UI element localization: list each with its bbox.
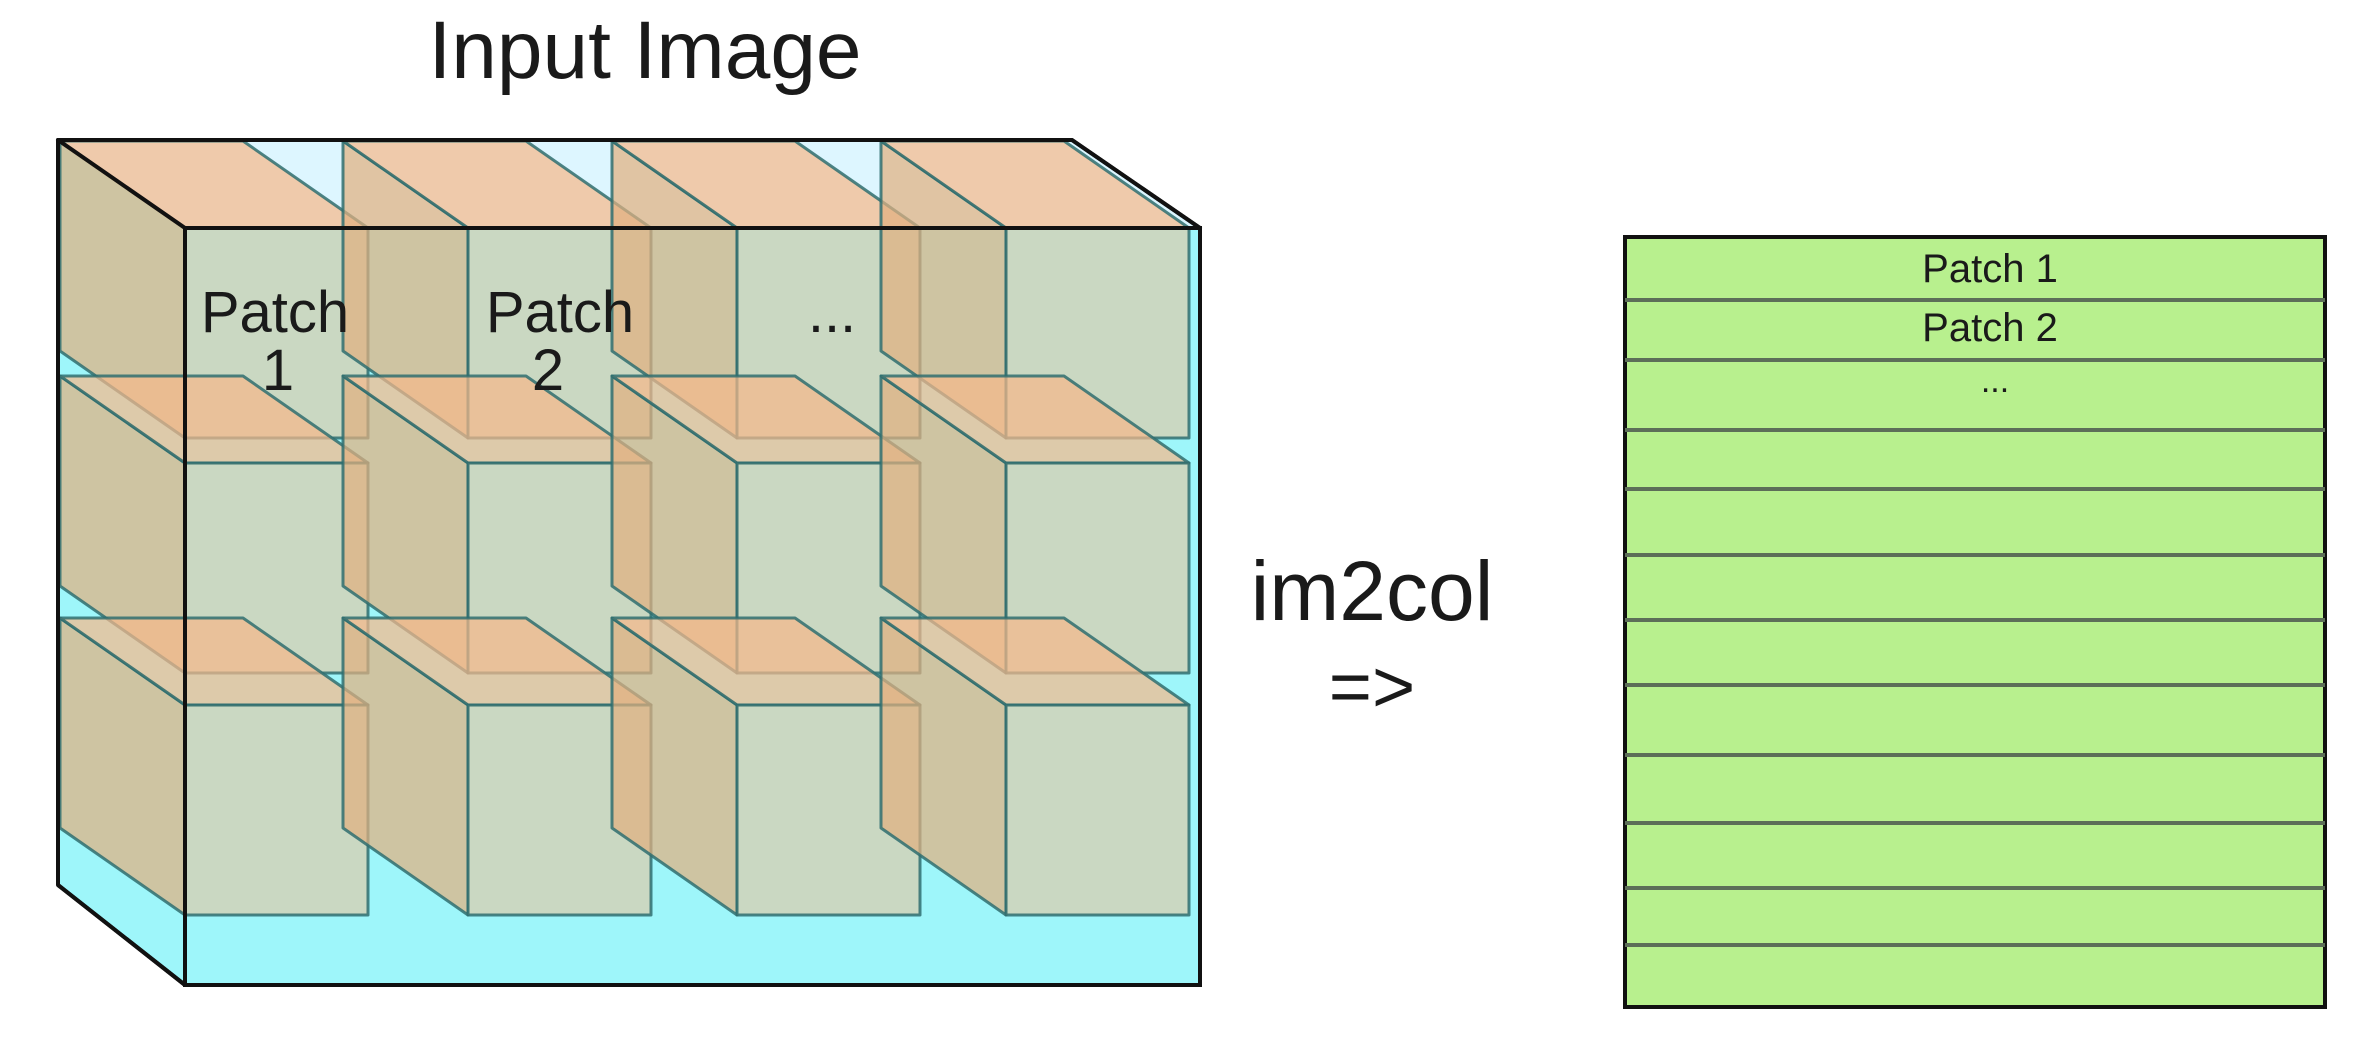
patch-cube bbox=[341, 616, 653, 917]
matrix-row-label-1: Patch 1 bbox=[1922, 247, 2058, 291]
matrix-row-label-2: Patch 2 bbox=[1922, 306, 2058, 350]
patch-grid bbox=[58, 139, 1191, 917]
input-patch-labels: Patch 1 Patch 2 ... bbox=[201, 280, 856, 403]
patch-front-face bbox=[466, 703, 653, 917]
patch-label-1-line1: Patch bbox=[201, 280, 349, 345]
patch-label-2-line1: Patch bbox=[486, 280, 634, 345]
patch-front-face bbox=[1004, 703, 1191, 917]
patch-front-face bbox=[735, 703, 922, 917]
matrix-row-label-3: ... bbox=[1981, 362, 2009, 400]
output-matrix: Patch 1 Patch 2 ... bbox=[1623, 235, 2327, 1009]
input-image-title: Input Image bbox=[428, 5, 861, 96]
patch-label-3-line1: ... bbox=[808, 280, 856, 345]
im2col-label: im2col bbox=[1251, 544, 1494, 638]
volume-outline bbox=[56, 138, 1202, 987]
patch-front-face bbox=[183, 703, 370, 917]
patch-label-2-line2: 2 bbox=[532, 338, 564, 403]
patch-cube bbox=[879, 616, 1191, 917]
matrix-row-lines bbox=[1625, 298, 2325, 947]
patch-cube bbox=[58, 616, 370, 917]
transform-arrow: => bbox=[1329, 645, 1415, 728]
patch-cube bbox=[610, 616, 922, 917]
patch-label-1-line2: 1 bbox=[262, 338, 294, 403]
